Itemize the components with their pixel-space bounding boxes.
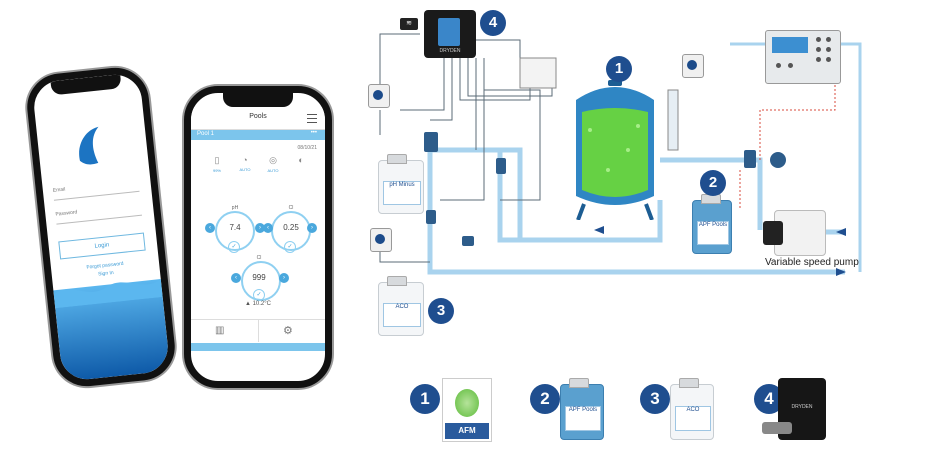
filter-tank [576, 80, 654, 220]
orp-check-icon[interactable]: ✓ [253, 289, 265, 301]
product-badge-1: 1 [410, 384, 440, 414]
app-footer: ▥ ⚙ [191, 319, 325, 342]
marker-3: 3 [428, 298, 454, 324]
orp-label: Cl [256, 255, 262, 261]
app-logo-icon [79, 126, 99, 165]
toggle-icon[interactable]: ◐ [298, 155, 304, 165]
dryden-controller: DRYDEN [424, 10, 476, 58]
app-header: Pools [191, 107, 325, 130]
glass-beads-icon [455, 389, 479, 417]
cl-value: 0.25 [283, 223, 299, 232]
aco-product: ACO [670, 378, 714, 440]
valve-icon [462, 236, 474, 246]
apf-product: APF Pools [560, 378, 604, 440]
ph-increase-button[interactable]: › [255, 223, 265, 233]
control-panel-screen [772, 37, 808, 53]
orp-increase-button[interactable]: › [279, 273, 289, 283]
inlet-pipe [430, 147, 663, 243]
water-wave-graphic [53, 279, 171, 382]
valve-icon [770, 152, 786, 168]
chart-icon[interactable]: ▥ [215, 325, 225, 336]
cl-label: Cl [288, 205, 294, 211]
orp-value: 999 [252, 273, 266, 282]
dashboard-phone: Pools Pool 1 ••• 08/10/21 ▯99% ◔AUTO ◎AU… [184, 86, 332, 388]
gear-icon[interactable]: ⚙ [283, 325, 293, 337]
aco-container: ACO [378, 276, 424, 336]
valve-icon [426, 210, 436, 224]
menu-icon[interactable] [307, 114, 317, 123]
login-phone: Email Password Login Forgot password Sig… [23, 64, 179, 390]
pump-caption: Variable speed pump [765, 257, 859, 268]
arrow-icon [594, 226, 604, 234]
date-label: 08/10/21 [297, 145, 317, 151]
dosing-pump-icon [368, 84, 390, 108]
flow-meter-icon [667, 89, 679, 151]
temperature-readout: ▲ 10.2°C [244, 301, 272, 307]
apf-container: APF Pools [692, 194, 732, 254]
thermometer-icon: ▲ [244, 301, 253, 307]
variable-speed-pump [763, 210, 826, 256]
pool-bar[interactable] [191, 130, 325, 140]
valve-icon [496, 158, 506, 174]
dryden-product: DRYDEN [762, 378, 826, 440]
ph-decrease-button[interactable]: ‹ [205, 223, 215, 233]
marker-4: 4 [480, 10, 506, 36]
sensor-box-icon [519, 57, 557, 89]
page-title: Pools [249, 113, 267, 120]
pool-name: Pool 1 [197, 131, 215, 137]
filter-icon[interactable]: ▯99% [212, 155, 221, 173]
wave-icon [53, 279, 163, 309]
wifi-icon: ≋ [400, 18, 418, 30]
ph-label: pH [231, 205, 239, 211]
ph-minus-container: pH Minus [378, 154, 424, 214]
arrow-icon [836, 228, 846, 236]
arrow-icon [836, 268, 846, 276]
orp-decrease-button[interactable]: ‹ [231, 273, 241, 283]
light-icon[interactable]: ◎AUTO [267, 155, 279, 173]
flow-cell-icon [762, 422, 792, 434]
afm-label: AFM [445, 423, 489, 439]
phone-notch [223, 93, 293, 107]
marker-1: 1 [606, 56, 632, 82]
product-badge-3: 3 [640, 384, 670, 414]
cl-check-icon[interactable]: ✓ [284, 241, 296, 253]
controller-screen [438, 18, 460, 46]
afm-product: AFM [442, 378, 492, 442]
control-panel [765, 30, 841, 84]
return-pipe [427, 150, 845, 275]
cl-increase-button[interactable]: › [307, 223, 317, 233]
dryden-label: DRYDEN [791, 404, 813, 410]
dosing-pump-icon [682, 54, 704, 78]
pump-icon[interactable]: ◔AUTO [239, 155, 251, 172]
valve-icon [424, 132, 438, 152]
valve-icon [744, 150, 756, 168]
bottom-bar [191, 343, 325, 351]
product-badge-2: 2 [530, 384, 560, 414]
cl-decrease-button[interactable]: ‹ [263, 223, 273, 233]
dosing-pump-icon [370, 228, 392, 252]
more-icon[interactable]: ••• [310, 130, 317, 136]
marker-2: 2 [700, 170, 726, 196]
ph-check-icon[interactable]: ✓ [228, 241, 240, 253]
controller-brand: DRYDEN [439, 48, 461, 54]
ph-value: 7.4 [229, 223, 241, 232]
